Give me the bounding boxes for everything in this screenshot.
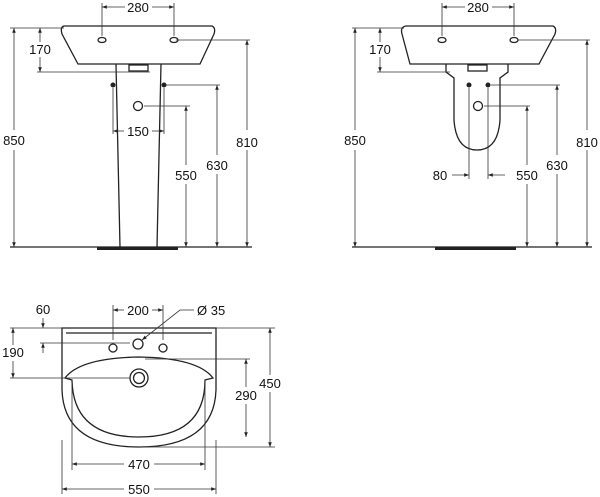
trap-outline [467, 64, 488, 72]
dim-850: 850 [3, 133, 25, 148]
plan-view: 60 190 200 Ø 35 290 450 470 550 [2, 302, 281, 497]
waste-outlet [132, 100, 144, 112]
dim-290: 290 [235, 388, 257, 403]
pedestal [115, 63, 162, 248]
basin-outline [400, 25, 557, 65]
dim-550: 550 [175, 168, 197, 183]
dim-850: 850 [344, 133, 366, 148]
semi-pedestal [445, 64, 509, 151]
dim-60: 60 [36, 302, 50, 317]
tap-hole-center [132, 338, 144, 350]
dim-190: 190 [2, 345, 24, 360]
front-view: 280 850 170 810 630 550 150 [3, 0, 258, 250]
supply-point [485, 82, 491, 88]
dim-80: 80 [433, 168, 447, 183]
dim-150: 150 [127, 124, 149, 139]
tap-hole [437, 36, 447, 44]
dim-550: 550 [516, 168, 538, 183]
dim-630: 630 [546, 158, 568, 173]
floor-slab [97, 247, 178, 250]
basin-outline [60, 25, 216, 65]
dim-450: 450 [259, 376, 281, 391]
supply-point [161, 82, 167, 88]
waste-outlet [132, 371, 146, 385]
dim-550: 550 [128, 482, 150, 497]
dim-280: 280 [127, 0, 149, 15]
dim-630: 630 [206, 158, 228, 173]
side-view: 280 850 170 810 630 550 80 [344, 0, 598, 250]
trap-outline [128, 64, 149, 72]
dim-200: 200 [127, 303, 149, 318]
tap-hole [158, 343, 168, 353]
dim-170: 170 [369, 42, 391, 57]
floor-slab [435, 247, 516, 250]
dim-170: 170 [29, 42, 51, 57]
tap-hole [97, 36, 107, 44]
waste-outlet [472, 100, 484, 112]
dim-810: 810 [236, 135, 258, 150]
supply-point [110, 82, 116, 88]
dim-diameter-35: Ø 35 [197, 303, 225, 318]
tap-hole [108, 343, 118, 353]
dim-470: 470 [128, 457, 150, 472]
dim-280: 280 [467, 0, 489, 15]
supply-point [466, 82, 472, 88]
dim-810: 810 [576, 135, 598, 150]
waste-outlet-rim [129, 368, 149, 388]
tap-hole [509, 36, 519, 44]
